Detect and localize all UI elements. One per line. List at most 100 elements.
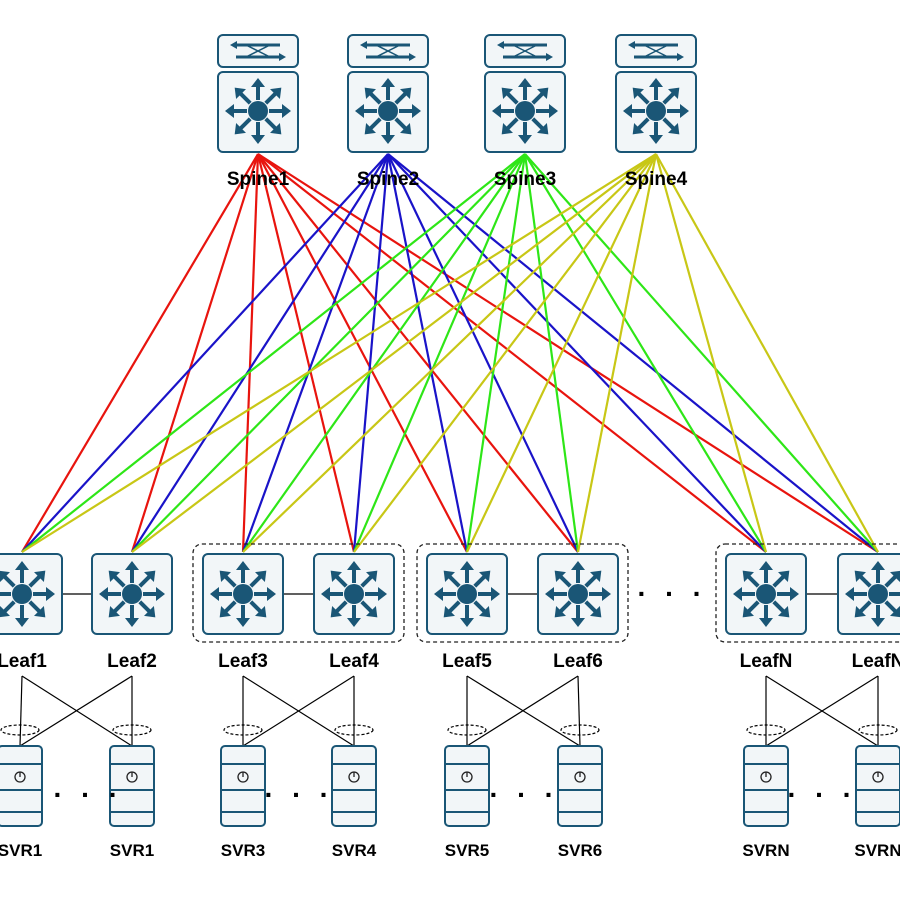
link-spine3-leaf7 — [524, 153, 767, 553]
leaf-node-3[interactable]: Leaf3 — [202, 553, 284, 672]
link-spine2-leaf3 — [241, 153, 390, 553]
leaf-label-8: LeafN — [852, 651, 900, 672]
server-label-7: SVRN — [742, 841, 789, 860]
layer3-switch-icon — [623, 78, 689, 144]
server-icon — [444, 745, 490, 827]
spine-node-4[interactable]: Spine4 — [615, 34, 697, 190]
server-node-3[interactable]: SVR3 — [220, 724, 266, 860]
crossconnect-module-icon — [484, 34, 566, 68]
host-link-3-b — [577, 675, 581, 747]
leaf-label-6: Leaf6 — [553, 651, 603, 672]
nic-bond-ellipse — [560, 724, 600, 736]
ellipsis-3: . . . — [265, 772, 334, 803]
server-icon — [0, 745, 43, 827]
layer3-switch-icon — [845, 561, 900, 627]
layer3-switch-icon — [492, 78, 558, 144]
link-spine1-leaf5 — [257, 153, 468, 553]
spine-node-2[interactable]: Spine2 — [347, 34, 429, 190]
link-spine1-leaf4 — [256, 153, 356, 553]
spine-label-4: Spine4 — [625, 169, 688, 190]
layer3-switch-icon — [733, 561, 799, 627]
ellipsis-4: . . . — [490, 772, 559, 803]
spine-node-3[interactable]: Spine3 — [484, 34, 566, 190]
ellipsis-1: . . . — [638, 571, 707, 602]
link-spine1-leaf2 — [130, 153, 260, 553]
link-spine3-leaf2 — [131, 153, 526, 553]
link-spine4-leaf5 — [466, 153, 657, 553]
link-spine3-leaf5 — [465, 153, 527, 553]
link-spine4-leaf8 — [655, 153, 879, 553]
crossconnect-module-icon — [217, 34, 299, 68]
nic-bond-ellipse — [858, 724, 898, 736]
nic-bond-ellipse — [0, 724, 40, 736]
mlag-pair-group-3 — [715, 543, 900, 643]
server-node-5[interactable]: SVR5 — [444, 724, 490, 860]
link-spine1-leaf3 — [241, 153, 260, 553]
ellipsis-markers: . . .. . .. . .. . .. . . — [54, 571, 851, 803]
server-node-2[interactable]: SVR1 — [109, 724, 155, 860]
link-spine2-leaf8 — [387, 153, 879, 553]
mlag-pair-groups — [192, 543, 900, 643]
leaf-node-4[interactable]: Leaf4 — [313, 553, 395, 672]
server-node-6[interactable]: SVR6 — [557, 724, 603, 860]
spine-label-1: Spine1 — [227, 169, 290, 190]
crossconnect-module-icon — [347, 34, 429, 68]
layer3-switch-icon — [434, 561, 500, 627]
leaf-node-2[interactable]: Leaf2 — [91, 553, 173, 672]
mlag-pair-group-1 — [192, 543, 405, 643]
leaf-node-7[interactable]: LeafN — [725, 553, 807, 672]
leaf-node-6[interactable]: Leaf6 — [537, 553, 619, 672]
host-link-1-a — [19, 675, 23, 747]
link-spine3-leaf8 — [524, 153, 879, 553]
server-icon — [109, 745, 155, 827]
link-spine1-leaf8 — [257, 153, 879, 553]
server-node-4[interactable]: SVR4 — [331, 724, 377, 860]
leaf-label-5: Leaf5 — [442, 651, 492, 672]
layer3-switch-icon — [355, 78, 421, 144]
crossconnect-module-icon — [615, 34, 697, 68]
nic-bond-ellipse — [112, 724, 152, 736]
spine-leaf-links — [21, 153, 879, 553]
server-icon — [331, 745, 377, 827]
server-node-7[interactable]: SVRN — [742, 724, 790, 860]
link-spine1-leaf6 — [257, 153, 579, 553]
server-label-3: SVR3 — [221, 841, 265, 860]
layer3-switch-icon — [0, 561, 55, 627]
host-link-1-d — [19, 675, 133, 747]
server-label-2: SVR1 — [110, 841, 154, 860]
link-spine3-leaf3 — [242, 153, 526, 553]
leaf-label-1: Leaf1 — [0, 651, 47, 672]
ellipsis-2: . . . — [54, 772, 123, 803]
layer3-switch-icon — [545, 561, 611, 627]
leaf-label-2: Leaf2 — [107, 651, 157, 672]
server-icon — [855, 745, 900, 827]
server-label-4: SVR4 — [332, 841, 377, 860]
nic-bond-ellipse — [334, 724, 374, 736]
leaf-label-4: Leaf4 — [329, 651, 379, 672]
spine-node-1[interactable]: Spine1 — [217, 34, 299, 190]
link-spine4-leaf2 — [131, 153, 657, 553]
leaf-node-8[interactable]: LeafN — [837, 553, 900, 672]
leaf-node-1[interactable]: Leaf1 — [0, 553, 63, 672]
layer3-switch-icon — [225, 78, 291, 144]
link-spine2-leaf7 — [387, 153, 767, 553]
server-icon — [557, 745, 603, 827]
link-spine4-leaf4 — [353, 153, 657, 553]
server-node-1[interactable]: SVR1 — [0, 724, 43, 860]
link-spine4-leaf3 — [242, 153, 657, 553]
leaf-node-5[interactable]: Leaf5 — [426, 553, 508, 672]
link-spine2-leaf5 — [386, 153, 469, 553]
link-spine3-leaf1 — [21, 153, 526, 553]
nic-bond-ellipse — [223, 724, 263, 736]
server-icon — [743, 745, 789, 827]
link-spine3-leaf6 — [523, 153, 580, 553]
server-label-8: SVRN — [854, 841, 900, 860]
server-label-6: SVR6 — [558, 841, 602, 860]
leaf-server-links — [19, 675, 879, 747]
server-node-8[interactable]: SVRN — [854, 724, 900, 860]
link-spine3-leaf4 — [352, 153, 527, 553]
server-icon — [220, 745, 266, 827]
